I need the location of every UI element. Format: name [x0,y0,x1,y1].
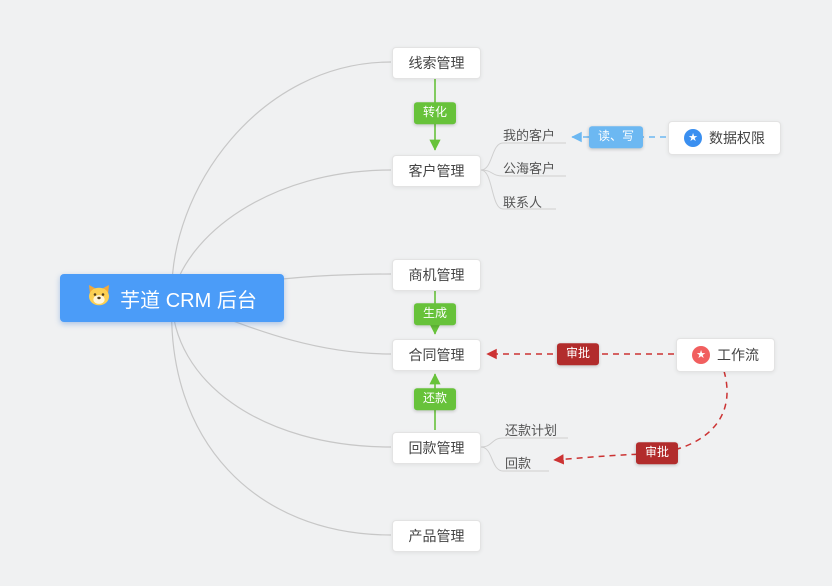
child-pool-customers: 公海客户 [503,161,556,176]
root-label: 芋道 CRM 后台 [120,289,257,312]
child-receivable: 回款 [505,456,532,471]
node-product-management: 产品管理 [392,520,481,552]
edge-customer-pool [480,169,566,177]
workflow-label: 工作流 [717,347,759,363]
edge-customer-contact [480,169,556,210]
root-node: 芋道 CRM 后台 [60,274,284,322]
data-permission-label: 数据权限 [709,130,765,146]
node-business-management: 商机管理 [392,259,481,291]
edge-root-receivable [171,297,392,448]
node-data-permission: ★ 数据权限 [668,121,781,155]
edge-root-product [171,297,392,536]
edge-root-customer [171,169,392,299]
badge-approval-receivable: 审批 [635,442,679,464]
star-icon-red: ★ [692,346,710,364]
node-workflow: ★ 工作流 [676,338,775,372]
badge-read-write: 读、写 [588,126,644,148]
child-contacts: 联系人 [503,195,543,210]
node-receivable-management: 回款管理 [392,432,481,464]
dog-icon [87,283,111,313]
node-customer-management: 客户管理 [392,155,481,187]
edge-customer-my [480,142,566,171]
node-clue-management: 线索管理 [392,47,481,79]
badge-repayment: 还款 [413,388,457,410]
edge-root-clue [171,61,392,299]
edge-receivable-payment [480,446,549,472]
child-repayment-plan: 还款计划 [505,423,558,438]
badge-convert: 转化 [413,102,457,124]
node-contract-management: 合同管理 [392,339,481,371]
edge-receivable-plan [480,437,568,448]
badge-generate: 生成 [413,303,457,325]
child-my-customers: 我的客户 [503,128,556,143]
star-icon-blue: ★ [684,129,702,147]
badge-approval-contract: 审批 [556,343,600,365]
